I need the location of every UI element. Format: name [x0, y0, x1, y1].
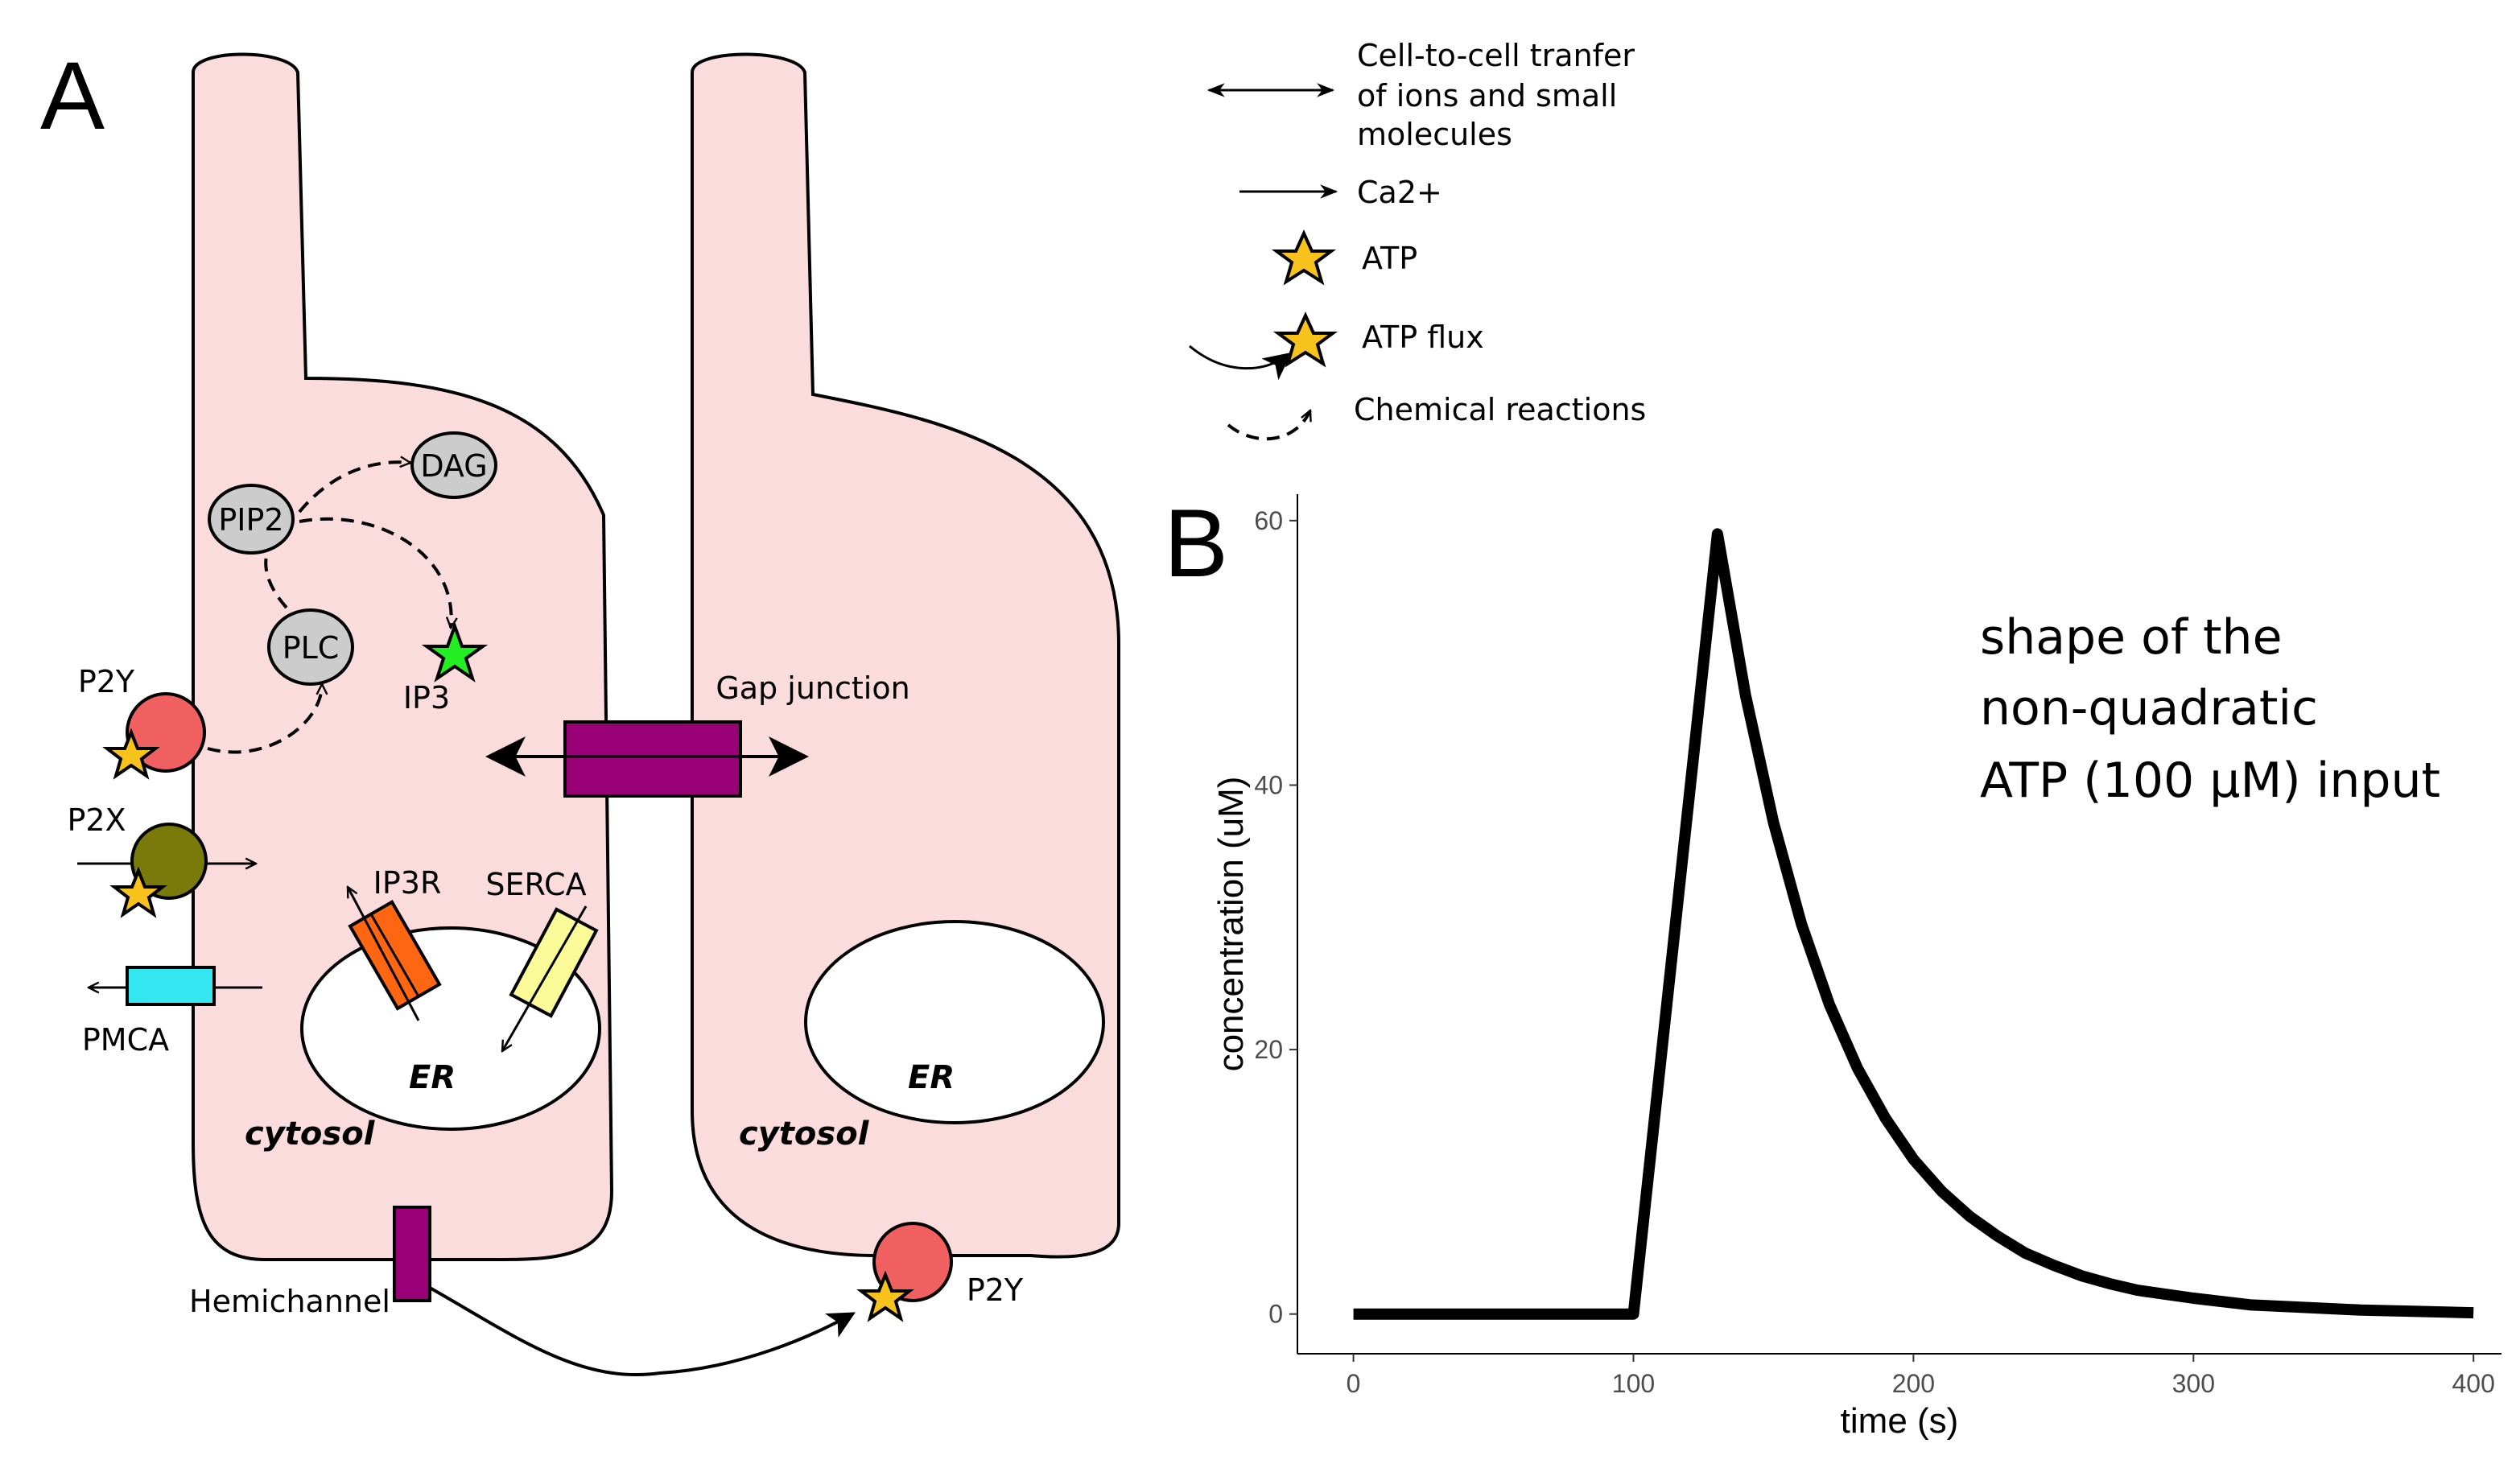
ip3r-label: IP3R — [373, 865, 442, 901]
p2y-right-receptor — [872, 1222, 953, 1302]
legend-reactions-label: Chemical reactions — [1354, 392, 1646, 427]
chart-x-ticks: 0 100 200 300 400 — [1347, 1354, 2495, 1398]
annotation-line3: ATP (100 µM) input — [1980, 753, 2440, 809]
gap-junction-label: Gap junction — [716, 670, 909, 706]
legend-atp-flux-label: ATP flux — [1362, 320, 1484, 355]
ip3-star-icon — [421, 621, 489, 683]
chart-y-axis-label: concentration (uM) — [1211, 777, 1251, 1072]
x-tick-label: 300 — [2172, 1369, 2215, 1398]
chart-y-ticks: 0 20 40 60 — [1254, 506, 1297, 1329]
legend-reaction-arrow — [1227, 410, 1312, 441]
x-tick-label: 200 — [1892, 1369, 1935, 1398]
serca-label: SERCA — [485, 867, 586, 902]
pip2-node — [208, 484, 295, 555]
pmca-label: PMCA — [82, 1022, 169, 1058]
er-left-label: ER — [409, 1059, 456, 1096]
panel-label-b: B — [1164, 489, 1228, 597]
legend-atp-flux-star-icon — [1272, 311, 1338, 368]
atp-flux-arrow — [429, 1286, 856, 1377]
p2x-receptor — [130, 823, 208, 900]
gap-junction-channel — [563, 720, 742, 798]
y-tick-label: 20 — [1254, 1035, 1283, 1064]
hemichannel-label: Hemichannel — [189, 1284, 390, 1319]
panel-label-a: A — [40, 42, 105, 150]
chart-x-axis-label: time (s) — [1841, 1401, 1959, 1441]
reaction-arrow-p2y-plc — [207, 684, 322, 754]
legend-transfer-line1: Cell-to-cell tranfer — [1357, 38, 1635, 73]
hemichannel — [393, 1206, 431, 1302]
atp-star-icon — [102, 728, 160, 780]
p2x-label: P2X — [67, 802, 126, 838]
serca-calcium-arrow — [502, 905, 588, 1051]
atp-input-chart: 0 20 40 60 0 100 200 300 400 time (s) concentra… — [1211, 494, 2501, 1441]
atp-star-icon — [856, 1270, 914, 1322]
p2y-right-label: P2Y — [967, 1272, 1024, 1308]
legend-calcium-label: Ca2+ — [1357, 175, 1442, 210]
atp-star-icon — [109, 866, 167, 918]
er-right-label: ER — [908, 1059, 955, 1096]
legend-atp-flux-arrow — [1189, 344, 1292, 381]
x-tick-label: 0 — [1347, 1369, 1361, 1398]
legend-atp-label: ATP — [1362, 241, 1417, 276]
annotation-line2: non-quadratic — [1980, 680, 2318, 736]
legend: Cell-to-cell tranfer of ions and small m… — [1189, 38, 1646, 441]
reaction-arrow-pip2-ip3 — [299, 517, 452, 628]
cytosol-right-label: cytosol — [739, 1116, 870, 1153]
legend-transfer-line3: molecules — [1357, 117, 1512, 152]
legend-atp-star-icon — [1271, 229, 1337, 286]
chart-series-line — [1353, 528, 2474, 1320]
x-tick-label: 100 — [1612, 1369, 1655, 1398]
dag-label: DAG — [420, 448, 487, 484]
y-tick-label: 60 — [1254, 506, 1283, 535]
dag-node — [410, 431, 497, 499]
pip2-label: PIP2 — [218, 502, 283, 538]
plc-label: PLC — [283, 630, 340, 666]
y-tick-label: 0 — [1268, 1300, 1283, 1329]
y-tick-label: 40 — [1254, 770, 1283, 799]
annotation-line1: shape of the — [1980, 609, 2283, 666]
ip3r-channel — [348, 900, 442, 1011]
p2y-left-label: P2Y — [78, 664, 135, 699]
legend-transfer-line2: of ions and small — [1357, 78, 1617, 113]
x-tick-label: 400 — [2452, 1369, 2495, 1398]
er-right — [804, 920, 1105, 1124]
plc-node — [267, 608, 354, 686]
pmca-pump — [126, 966, 216, 1006]
reaction-arrow-pip2-dag — [298, 462, 410, 513]
ip3-label: IP3 — [403, 680, 450, 716]
cytosol-left-label: cytosol — [245, 1116, 376, 1153]
ip3r-calcium-arrow — [346, 887, 420, 1021]
